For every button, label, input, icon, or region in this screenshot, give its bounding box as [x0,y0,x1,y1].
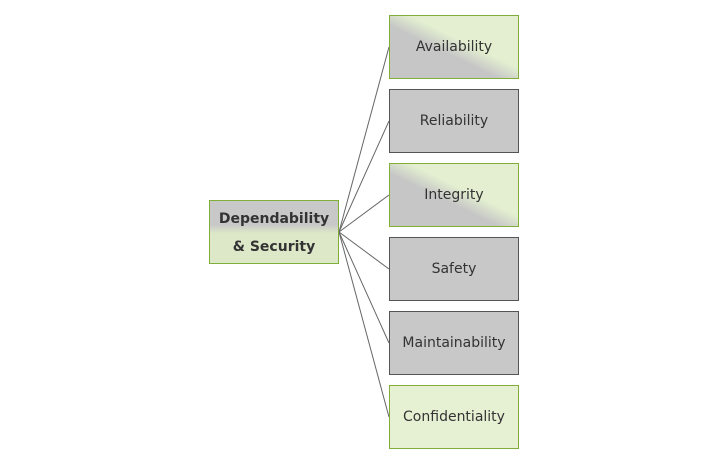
connector-integrity [338,194,390,233]
child-node-maintainability: Maintainability [389,311,519,375]
child-node-availability: Availability [389,15,519,79]
connector-availability [338,46,390,233]
child-node-confidentiality: Confidentiality [389,385,519,449]
connector-reliability [338,120,390,233]
child-label-integrity: Integrity [424,187,484,203]
child-label-confidentiality: Confidentiality [403,409,505,425]
root-label-line1: Dependability [218,211,330,227]
child-label-availability: Availability [415,39,493,55]
child-label-safety: Safety [431,261,477,277]
root-label-line2: & Security [232,239,316,255]
root-node-dependability-security: Dependability & Security [209,200,339,264]
connector-maintainability [338,231,390,344]
child-node-integrity: Integrity [389,163,519,227]
child-label-maintainability: Maintainability [402,335,506,351]
connector-safety [338,231,390,270]
connector-confidentiality [338,231,390,418]
child-label-reliability: Reliability [419,113,489,129]
child-node-reliability: Reliability [389,89,519,153]
child-node-safety: Safety [389,237,519,301]
